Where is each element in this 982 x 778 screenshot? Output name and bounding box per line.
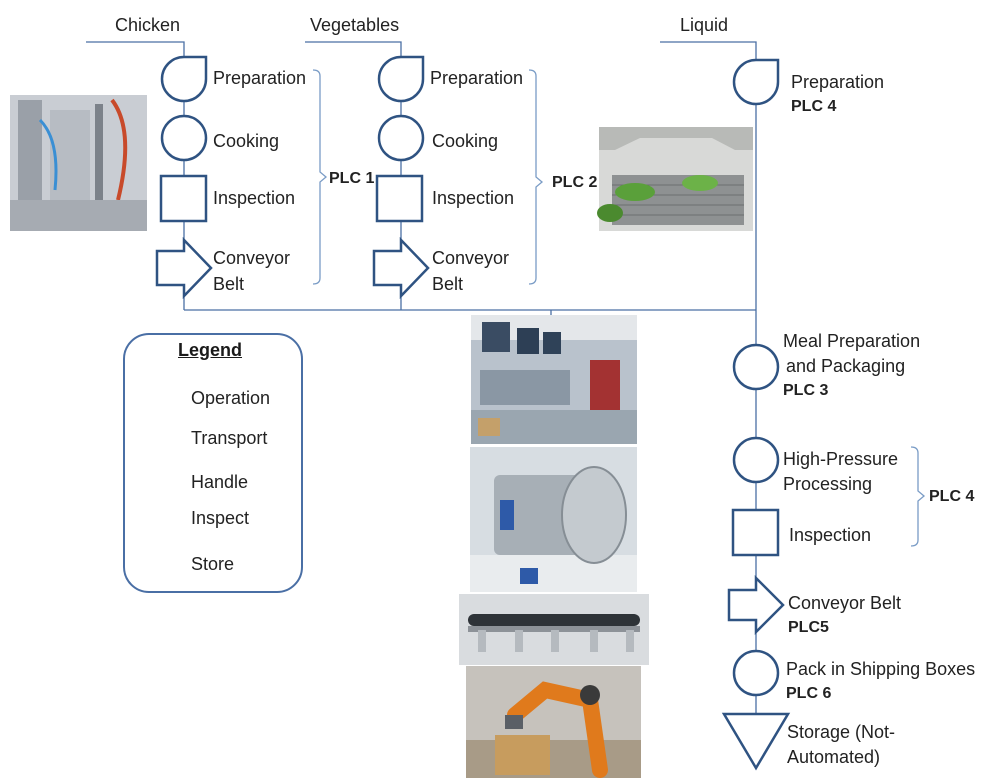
plc2-bracket (528, 69, 544, 285)
chicken-transport-symbol (155, 236, 213, 300)
photo-vegetable-cooker (597, 127, 753, 231)
storage-label-line2: Automated) (787, 747, 881, 767)
meal-prep-operation-symbol (732, 343, 780, 391)
photo-hpp-vessel (470, 447, 637, 592)
legend-handle-label: Handle (191, 472, 249, 492)
meal-prep-label-line2: and Packaging (786, 356, 906, 376)
liquid-plc-label: PLC 4 (791, 98, 837, 115)
vegetables-operation-symbol (377, 114, 425, 162)
liquid-handle-symbol (732, 58, 780, 106)
main-inspection-label: Inspection (789, 525, 872, 545)
hpp-label-line1: High-Pressure (783, 449, 899, 469)
pack-operation-symbol (732, 649, 780, 697)
chicken-preparation-label: Preparation (213, 68, 307, 88)
pack-label: Pack in Shipping Boxes (786, 659, 976, 679)
vegetables-conveyor-label: Conveyor (432, 248, 510, 268)
meal-prep-plc-label: PLC 3 (783, 382, 829, 399)
hpp-label-line2: Processing (783, 474, 873, 494)
chicken-belt-label: Belt (213, 274, 245, 294)
liquid-stream-label: Liquid (680, 15, 729, 35)
vegetables-plc-label: PLC 2 (552, 174, 598, 191)
vegetables-inspect-symbol (375, 174, 424, 223)
photo-robot-arm (466, 666, 641, 778)
legend-title: Legend (178, 340, 243, 360)
legend-store-label: Store (191, 554, 235, 574)
liquid-main-flow-line (660, 41, 757, 740)
main-conveyor-label: Conveyor Belt (788, 593, 902, 613)
main-transport-symbol (727, 574, 785, 636)
chicken-inspection-label: Inspection (213, 188, 296, 208)
vegetables-cooking-label: Cooking (432, 131, 499, 151)
chicken-conveyor-label: Conveyor (213, 248, 291, 268)
photo-conveyor-belt (459, 594, 649, 665)
chicken-handle-symbol (160, 55, 208, 103)
chicken-inspect-symbol (159, 174, 208, 223)
plc-brackets (312, 69, 926, 547)
chicken-cooking-label: Cooking (213, 131, 280, 151)
chicken-plc-label: PLC 1 (329, 170, 375, 187)
legend-inspect-label: Inspect (191, 508, 250, 528)
vegetables-preparation-label: Preparation (430, 68, 524, 88)
plc1-bracket (312, 69, 328, 285)
photo-chicken-machinery (10, 95, 147, 231)
hpp-group-plc-label: PLC 4 (929, 488, 975, 505)
chicken-operation-symbol (160, 114, 208, 162)
vegetables-transport-symbol (372, 236, 430, 300)
legend-transport-label: Transport (191, 428, 268, 448)
vegetables-belt-label: Belt (432, 274, 464, 294)
legend-operation-label: Operation (191, 388, 271, 408)
chicken-stream-label: Chicken (115, 15, 181, 35)
plc4-hpp-bracket (910, 446, 926, 547)
legend-box (123, 333, 303, 593)
liquid-preparation-label: Preparation (791, 72, 885, 92)
pack-plc-label: PLC 6 (786, 685, 832, 702)
main-conveyor-plc-label: PLC5 (788, 619, 829, 636)
vegetables-stream-label: Vegetables (310, 15, 400, 35)
storage-symbol (721, 712, 791, 771)
main-inspect-symbol (731, 508, 780, 557)
meal-prep-label-line1: Meal Preparation (783, 331, 921, 351)
vegetables-handle-symbol (377, 55, 425, 103)
storage-label-line1: Storage (Not- (787, 722, 896, 742)
hpp-operation-symbol (732, 436, 780, 484)
photo-packaging-line (471, 315, 637, 444)
vegetables-inspection-label: Inspection (432, 188, 515, 208)
